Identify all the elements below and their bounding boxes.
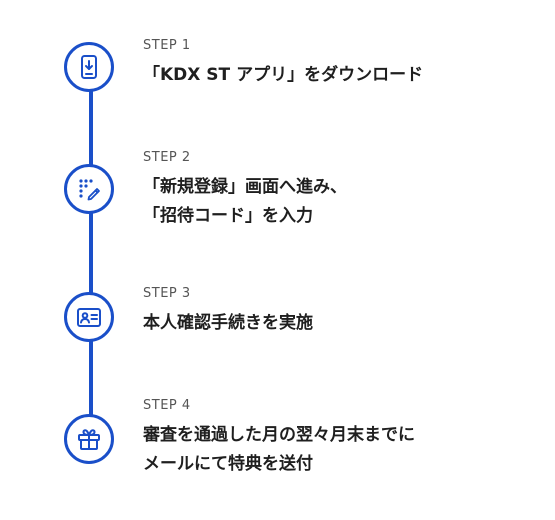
keypad-pen-icon — [64, 164, 114, 214]
step-4-label: STEP 4 — [143, 398, 191, 413]
id-card-icon — [64, 292, 114, 342]
step-2-title: 「新規登録」画面へ進み、 「招待コード」を入力 — [143, 173, 347, 231]
step-3-title: 本人確認手続きを実施 — [143, 309, 313, 338]
step-2-title-line-2: 「招待コード」を入力 — [143, 206, 313, 226]
step-1-title-line-1: 「KDX ST アプリ」をダウンロード — [143, 65, 424, 85]
step-3-label: STEP 3 — [143, 286, 191, 301]
gift-icon — [64, 414, 114, 464]
step-1-label: STEP 1 — [143, 38, 191, 53]
step-2-label: STEP 2 — [143, 150, 191, 165]
phone-download-icon — [64, 42, 114, 92]
step-4-title: 審査を通過した月の翌々月末までに メールにて特典を送付 — [143, 421, 415, 479]
step-4-title-line-2: メールにて特典を送付 — [143, 454, 313, 474]
step-2-title-line-1: 「新規登録」画面へ進み、 — [143, 177, 347, 197]
step-4-title-line-1: 審査を通過した月の翌々月末までに — [143, 425, 415, 445]
step-3-title-line-1: 本人確認手続きを実施 — [143, 313, 313, 333]
step-1-title: 「KDX ST アプリ」をダウンロード — [143, 61, 423, 90]
timeline-line — [89, 90, 93, 435]
